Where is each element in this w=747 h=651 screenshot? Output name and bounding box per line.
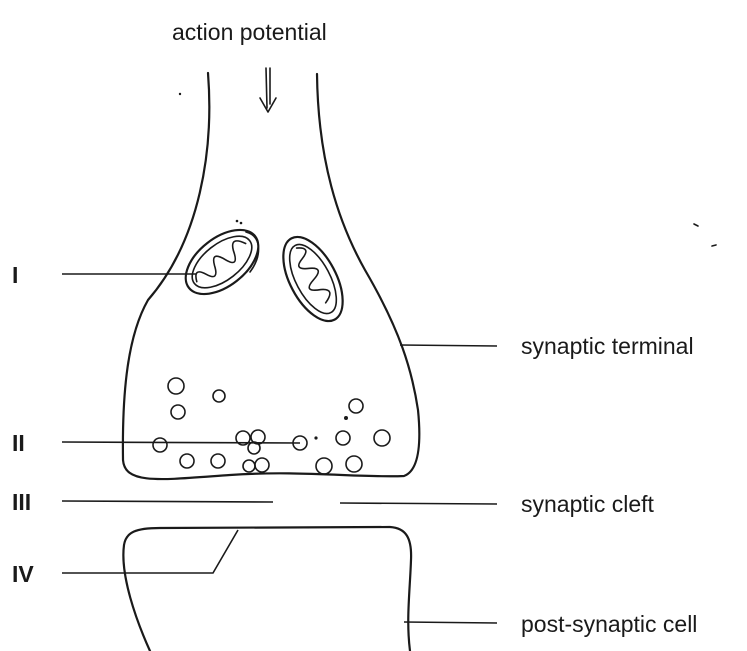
mitochondrion-right	[271, 228, 355, 331]
vesicle	[336, 431, 350, 445]
leader-line-iii-left	[62, 501, 273, 502]
leader-line-iv	[62, 530, 238, 573]
vesicle	[171, 405, 185, 419]
vesicle	[346, 456, 362, 472]
action-potential-arrow	[260, 68, 276, 112]
leader-line-ii	[62, 442, 300, 443]
stray-mark	[240, 222, 243, 225]
vesicle	[316, 458, 332, 474]
vesicle	[180, 454, 194, 468]
vesicle-dot	[344, 416, 348, 420]
stray-mark	[712, 245, 716, 246]
synaptic-vesicles	[153, 378, 390, 474]
stray-mark	[179, 93, 181, 95]
vesicle	[243, 460, 255, 472]
vesicle	[213, 390, 225, 402]
vesicle	[255, 458, 269, 472]
marker-iii: III	[12, 489, 31, 515]
stray-mark	[694, 224, 698, 226]
leader-line-synaptic-terminal	[400, 345, 497, 346]
vesicle-dot	[314, 436, 317, 439]
action-potential-label: action potential	[172, 19, 327, 45]
marker-i: I	[12, 262, 18, 288]
vesicle	[248, 442, 260, 454]
marker-iv: IV	[12, 561, 34, 587]
leader-line-post-synaptic-cell	[404, 622, 497, 623]
synaptic-cleft-label: synaptic cleft	[521, 491, 655, 517]
vesicle	[349, 399, 363, 413]
synaptic-terminal-label: synaptic terminal	[521, 333, 694, 359]
stray-mark	[236, 220, 239, 223]
leader-line-iii-right	[340, 503, 497, 504]
vesicle	[168, 378, 184, 394]
vesicle	[211, 454, 225, 468]
post-synaptic-cell-outline	[123, 527, 411, 651]
post-synaptic-cell-label: post-synaptic cell	[521, 611, 697, 637]
vesicle	[374, 430, 390, 446]
vesicle	[153, 438, 167, 452]
marker-ii: II	[12, 430, 25, 456]
synaptic-terminal-outline	[123, 73, 419, 479]
